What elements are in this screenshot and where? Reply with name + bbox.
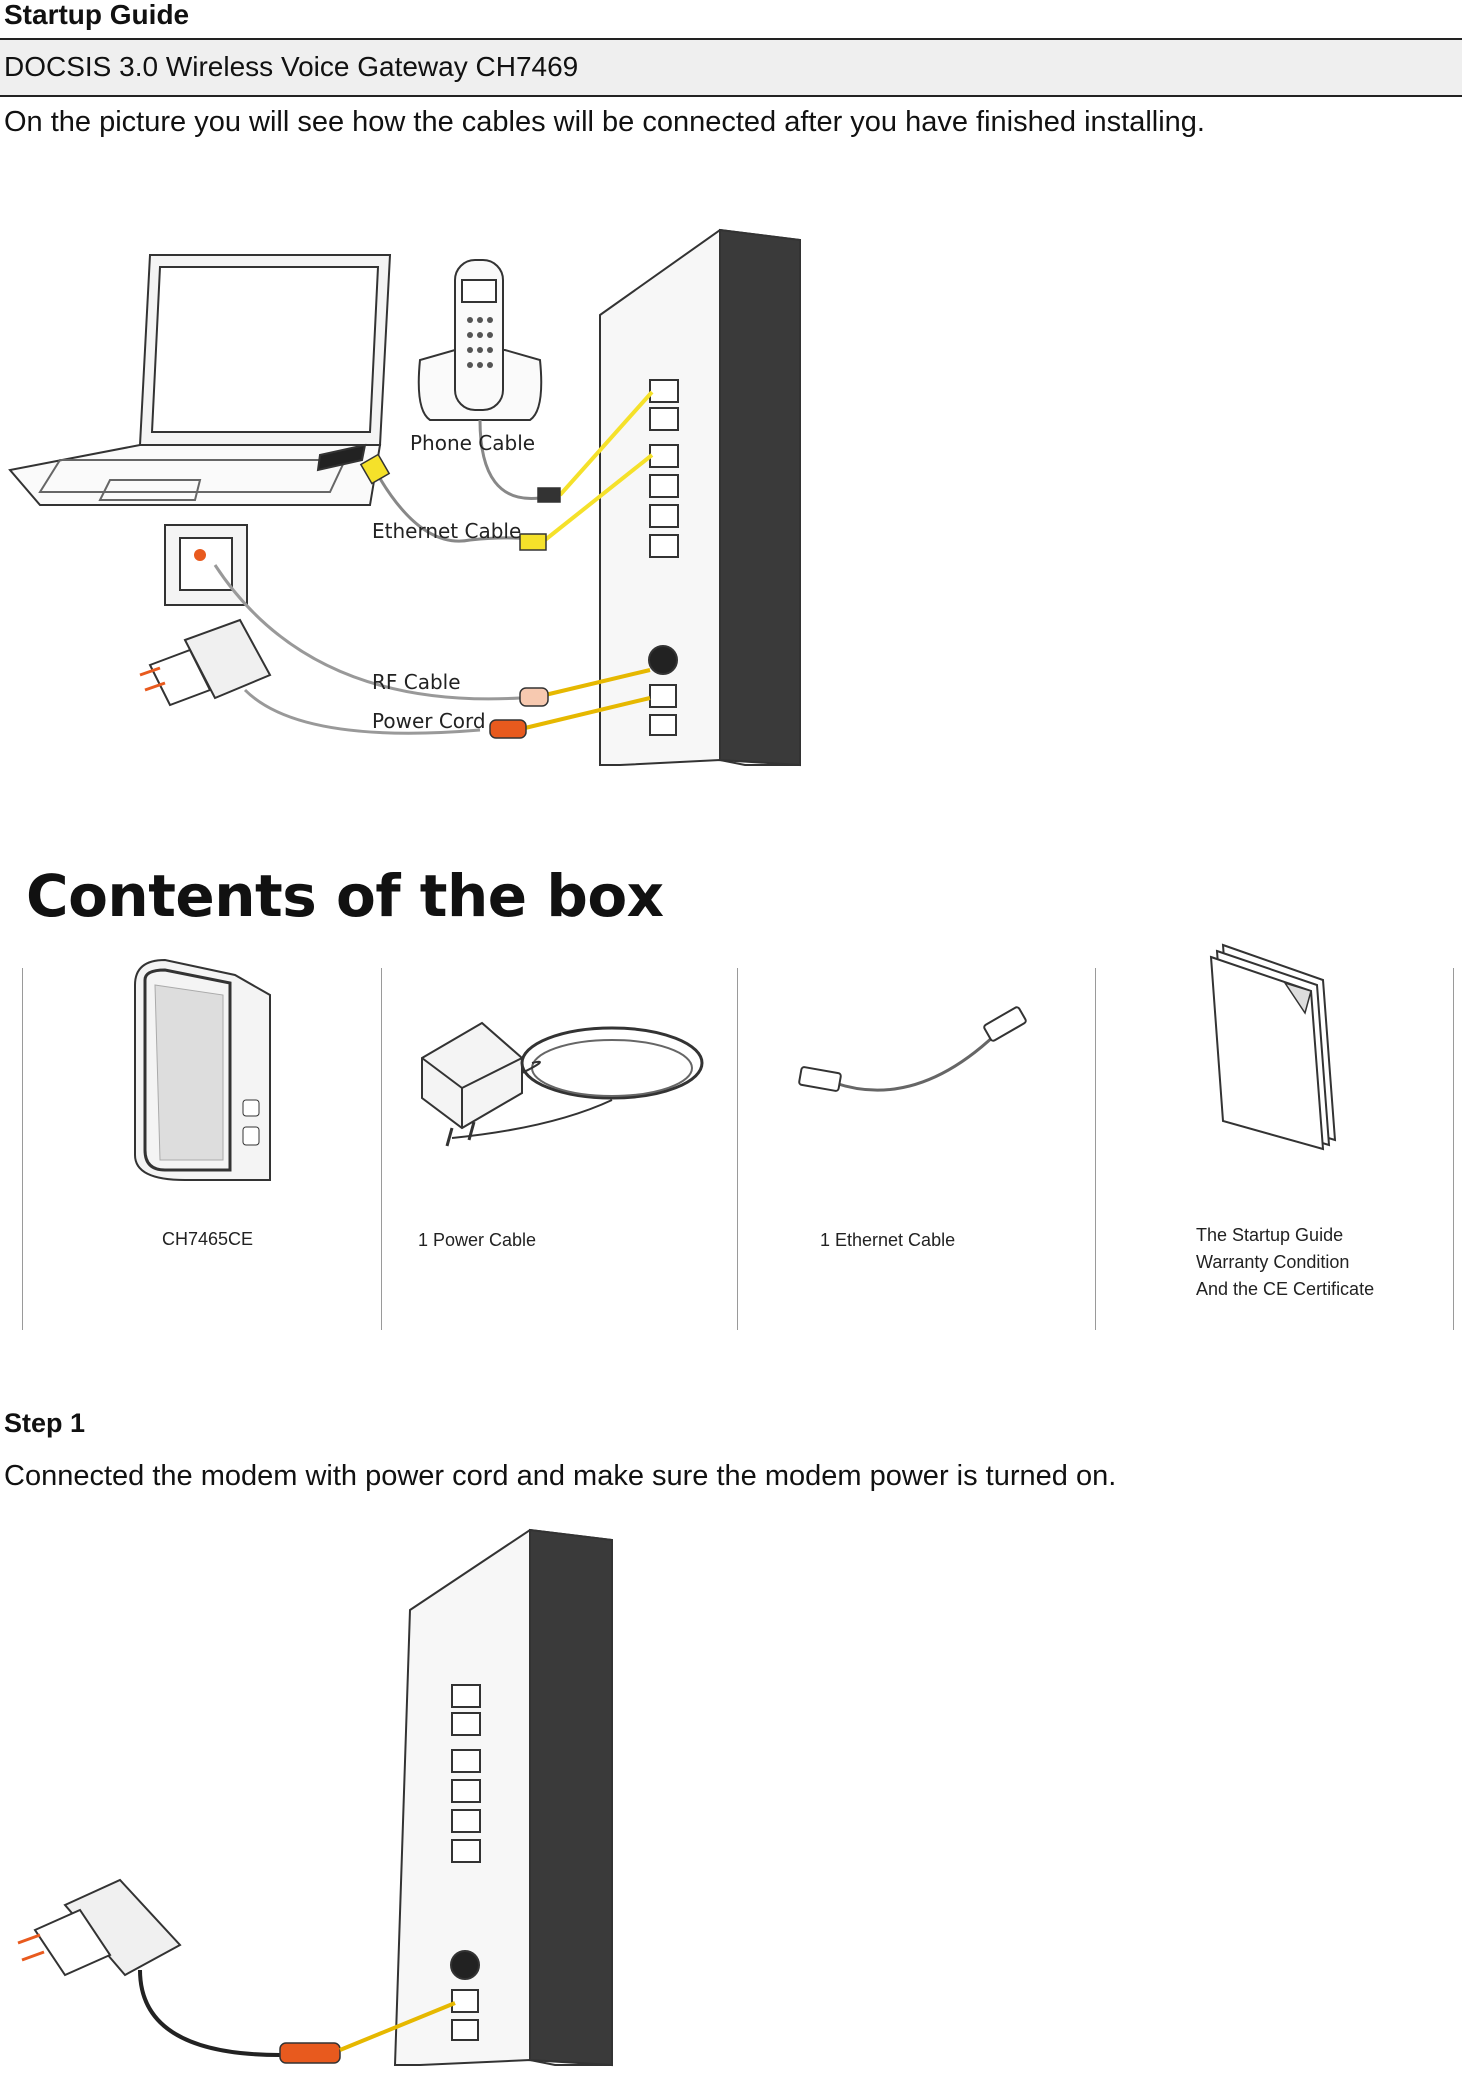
power-adapter-icon bbox=[421, 1021, 704, 1147]
column-divider bbox=[1453, 968, 1454, 1330]
connection-diagram: Phone Cable Ethernet Cable RF Cable Powe… bbox=[8, 228, 801, 767]
modem-icon bbox=[134, 958, 271, 1181]
column-divider bbox=[1095, 968, 1096, 1330]
box-item-caption: 1 Ethernet Cable bbox=[820, 1230, 956, 1250]
laptop-icon bbox=[8, 254, 392, 506]
ethernet-cable-label: Ethernet Cable bbox=[372, 519, 521, 543]
rf-cable-label: RF Cable bbox=[372, 670, 461, 694]
column-divider bbox=[22, 968, 23, 1330]
power-cord-plug bbox=[279, 2042, 341, 2064]
power-cord-label: Power Cord bbox=[372, 709, 486, 733]
step1-diagram bbox=[17, 1528, 613, 2067]
step-instruction: Connected the modem with power cord and … bbox=[4, 1460, 1117, 1492]
product-subtitle: DOCSIS 3.0 Wireless Voice Gateway CH7469 bbox=[4, 51, 579, 82]
subtitle-bar bbox=[0, 40, 1462, 96]
column-divider bbox=[737, 968, 738, 1330]
box-contents-heading: Contents of the box bbox=[26, 862, 664, 930]
power-adapter-icon bbox=[139, 618, 272, 707]
step-title: Step 1 bbox=[4, 1408, 86, 1438]
power-cord bbox=[138, 1969, 281, 2057]
intro-text: On the picture you will see how the cabl… bbox=[4, 106, 1205, 138]
booklet-icon bbox=[1209, 943, 1337, 1151]
ethernet-cable-icon bbox=[798, 1006, 1027, 1092]
box-item-caption: The Startup Guide Warranty Condition And… bbox=[1196, 1222, 1374, 1303]
subtitle-divider bbox=[0, 95, 1462, 97]
box-item-caption-line: Warranty Condition bbox=[1196, 1252, 1350, 1272]
wall-socket-icon bbox=[164, 524, 248, 606]
modem-icon bbox=[599, 228, 801, 767]
box-item-caption: 1 Power Cable bbox=[418, 1230, 537, 1250]
header-divider bbox=[0, 38, 1462, 40]
power-cord-connection bbox=[339, 2001, 456, 2052]
connectors bbox=[359, 453, 561, 739]
box-item-caption-line: And the CE Certificate bbox=[1196, 1279, 1375, 1299]
modem-icon bbox=[393, 1528, 613, 2067]
power-adapter-icon bbox=[17, 1878, 182, 1977]
column-divider bbox=[381, 968, 382, 1330]
phone-icon bbox=[417, 259, 543, 421]
document-title: Startup Guide bbox=[4, 0, 190, 30]
phone-cable-label: Phone Cable bbox=[410, 431, 535, 455]
box-item-caption: CH7465CE bbox=[162, 1229, 254, 1249]
box-item-caption-line: The Startup Guide bbox=[1196, 1225, 1344, 1245]
